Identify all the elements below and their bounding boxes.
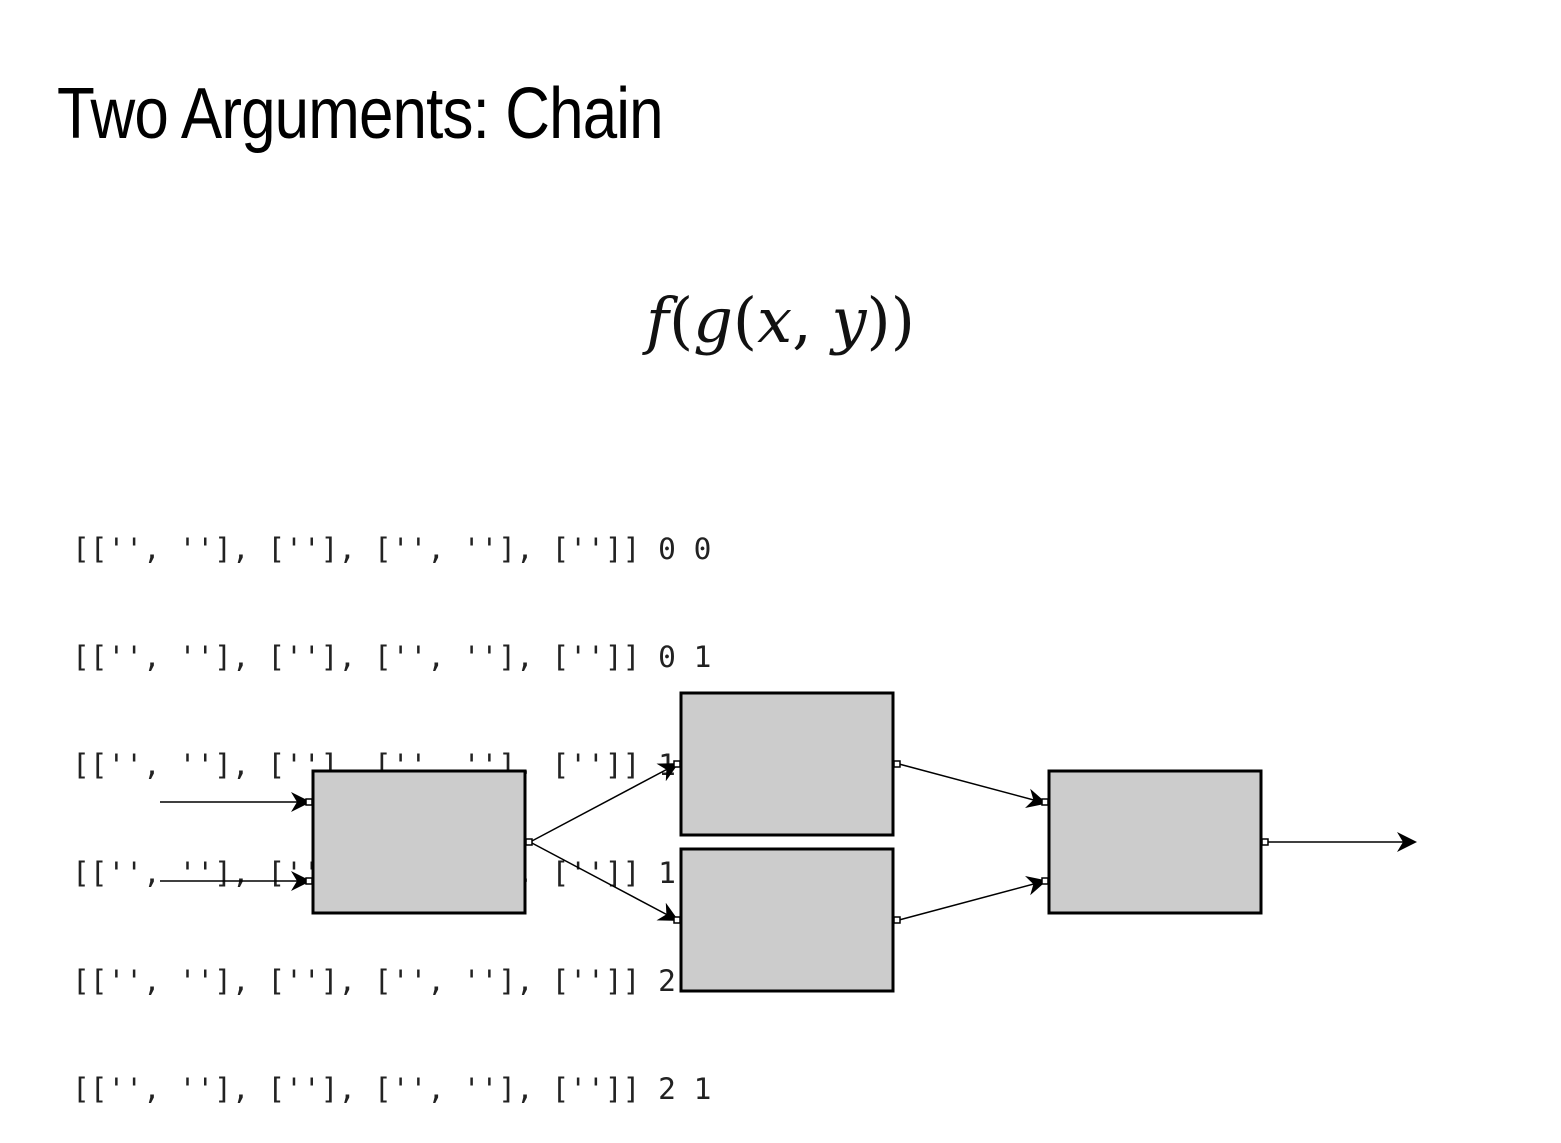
edge-g-to-mid-top — [529, 763, 679, 843]
box-f — [1047, 769, 1263, 915]
formula-argument-y: y — [831, 284, 867, 357]
formula-open-paren-inner: ( — [732, 284, 758, 357]
port-g-in-x — [305, 798, 313, 806]
formula-argument-x: x — [757, 284, 793, 357]
formula-open-paren-outer: ( — [669, 284, 694, 357]
port-mid-top-in — [673, 760, 681, 768]
port-g-out — [525, 838, 533, 846]
edge-g-to-mid-bottom — [529, 841, 679, 921]
port-f-in-top — [1041, 798, 1049, 806]
debug-line: [['', ''], [''], ['', ''], ['']] 2 0 — [72, 964, 712, 998]
port-mid-bottom-in — [673, 916, 681, 924]
formula-comma: , — [792, 284, 812, 357]
debug-line: [['', ''], [''], ['', ''], ['']] 2 1 — [72, 1072, 712, 1106]
formula-inner-function: g — [693, 284, 733, 357]
debug-line: [['', ''], [''], ['', ''], ['']] 0 0 — [72, 532, 712, 566]
formula-close-parens: )) — [866, 284, 915, 357]
port-mid-bottom-out — [893, 916, 901, 924]
edge-mid-bottom-to-f — [898, 875, 1047, 921]
box-mid-top — [679, 691, 895, 837]
debug-output: [['', ''], [''], ['', ''], ['']] 0 0 [['… — [72, 459, 711, 1143]
slide-title: Two Arguments: Chain — [57, 74, 664, 154]
port-f-out — [1261, 838, 1269, 846]
box-mid-bottom — [679, 847, 895, 993]
edge-mid-top-to-f — [898, 763, 1047, 809]
port-f-in-bottom — [1041, 877, 1049, 885]
formula-outer-function: f — [646, 284, 669, 357]
port-mid-top-out — [893, 760, 901, 768]
port-g-in-y — [305, 877, 313, 885]
debug-line: [['', ''], [''], ['', ''], ['']] 0 1 — [72, 640, 712, 674]
box-g — [311, 769, 527, 915]
formula: f(g(x, y)) — [0, 290, 1561, 352]
